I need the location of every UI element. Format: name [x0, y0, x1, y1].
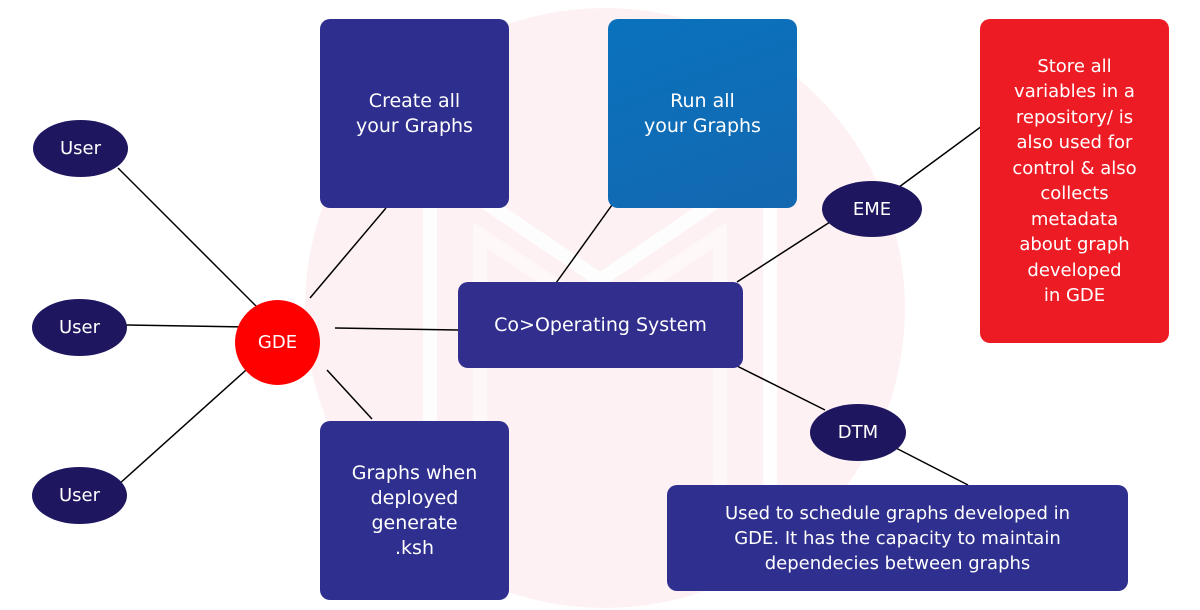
eme-node: EME: [822, 181, 922, 237]
eme-desc-line: Store all: [1037, 55, 1112, 77]
create-graphs-box: Create all your Graphs: [320, 19, 509, 208]
dtm-desc-line: Used to schedule graphs developed in: [724, 502, 1071, 524]
ksh-line: .ksh: [395, 536, 434, 559]
edge-coos-dtm: [734, 364, 826, 411]
edge-eme-desc: [894, 125, 983, 191]
edge-user1-gde: [117, 167, 261, 311]
eme-desc-line: collects: [1040, 183, 1109, 204]
eme-desc-line: metadata: [1030, 208, 1119, 230]
user-node: User: [32, 299, 127, 356]
user-node: User: [33, 120, 128, 177]
eme-desc-line: also used for: [1016, 132, 1133, 153]
gde-node: GDE: [235, 300, 320, 385]
user-node-label: User: [59, 138, 102, 159]
co-operating-system-label: Co>Operating System: [494, 314, 707, 336]
dtm-node: DTM: [810, 404, 906, 461]
edge-gde-ksh: [326, 369, 373, 420]
eme-desc-line: developed: [1027, 259, 1122, 281]
edge-user2-gde: [124, 324, 249, 328]
edge-dtm-desc: [891, 445, 969, 486]
eme-desc-line: repository/ is: [1015, 106, 1134, 128]
edge-coos-eme: [736, 221, 831, 283]
edge-gde-coos: [334, 327, 459, 331]
create-graphs-line: your Graphs: [356, 114, 473, 137]
eme-label: EME: [852, 198, 892, 220]
dtm-desc-line: GDE. It has the capacity to maintain: [734, 527, 1061, 549]
eme-desc-line: in GDE: [1043, 285, 1106, 306]
edge-user3-gde: [117, 361, 256, 486]
run-graphs-line: your Graphs: [644, 114, 761, 137]
dtm-label: DTM: [837, 422, 879, 443]
run-graphs-line: Run all: [670, 89, 735, 112]
user-node-label: User: [58, 485, 101, 506]
eme-desc-line: control & also: [1012, 157, 1137, 179]
dtm-desc-line: dependecies between graphs: [764, 552, 1031, 574]
edge-gde-create: [309, 207, 387, 299]
eme-desc-line: about graph: [1019, 234, 1130, 255]
eme-desc-line: variables in a: [1014, 81, 1135, 102]
eme-description-box: Store all variables in a repository/ is …: [980, 19, 1169, 343]
dtm-description-box: Used to schedule graphs developed in GDE…: [667, 485, 1128, 591]
run-graphs-box: Run all your Graphs: [608, 19, 797, 208]
ksh-line: Graphs when: [351, 461, 478, 484]
create-graphs-line: Create all: [368, 89, 461, 112]
gde-label: GDE: [257, 332, 298, 353]
ksh-box: Graphs when deployed generate .ksh: [320, 421, 509, 600]
user-node-label: User: [58, 317, 101, 338]
ksh-line: deployed: [370, 486, 459, 509]
co-operating-system-box: Co>Operating System: [458, 282, 743, 368]
ksh-line: generate: [371, 511, 458, 534]
user-node: User: [32, 467, 127, 524]
edge-coos-run: [555, 204, 613, 284]
